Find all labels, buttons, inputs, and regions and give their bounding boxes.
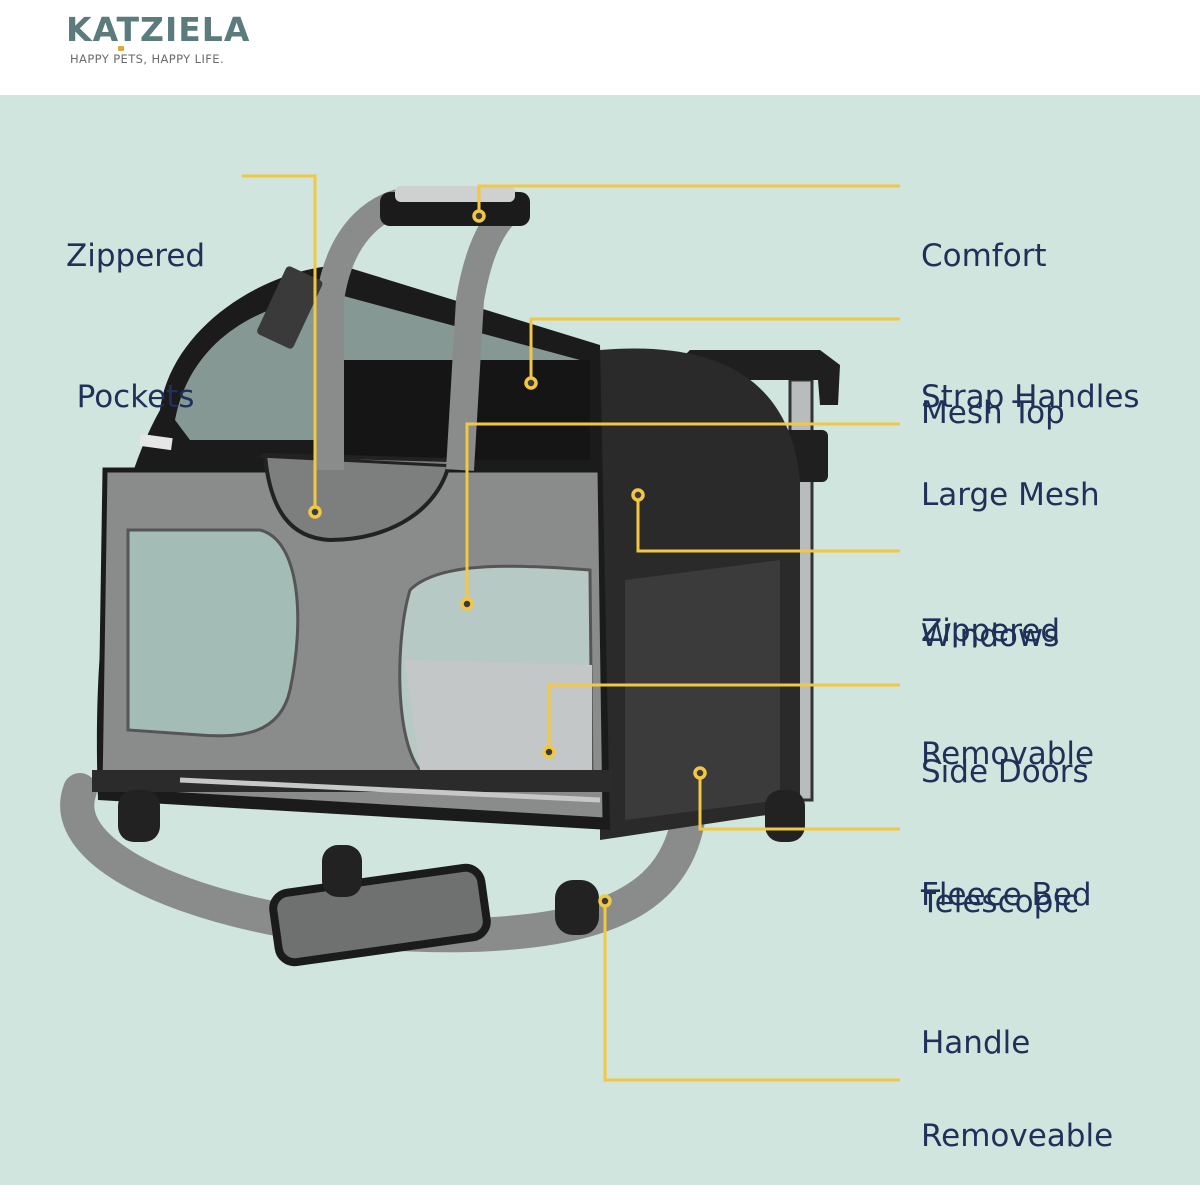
callout-dot-icon [598, 894, 612, 908]
brand-name: KATZIELA [66, 10, 251, 49]
leader-large-mesh-windows [465, 422, 900, 601]
leader-zippered-side-doors [636, 498, 900, 553]
callout-large-mesh-windows: Large Mesh Windows [921, 477, 1100, 654]
wheel [322, 845, 362, 897]
callout-zippered-side-doors: Zippered Side Doors [921, 613, 1089, 790]
wheel [118, 790, 160, 842]
callout-dot-icon [542, 745, 556, 759]
luggage-tag [257, 266, 323, 349]
callout-dot-icon [631, 488, 645, 502]
wheel-base-rail [179, 777, 601, 803]
callout-zippered-pockets: Zippered Pockets [66, 238, 206, 415]
callout-removeable-wheel-base: Removeable Wheel Base [921, 1118, 1114, 1154]
side-mesh [625, 560, 780, 820]
brand-tagline: HAPPY PETS, HAPPY LIFE. [70, 52, 224, 66]
header: KATZIELA HAPPY PETS, HAPPY LIFE. [0, 0, 1200, 95]
leader-comfort-strap-handles [477, 184, 900, 213]
callout-telescopic-handle: Telescopic Handle [921, 884, 1079, 1061]
strap-grip-highlight [395, 186, 515, 202]
mesh-window-left [126, 528, 300, 738]
leader-telescopic-handle [698, 776, 900, 831]
callout-dot-icon [524, 376, 538, 390]
leader-removeable-wheel-base [603, 902, 900, 1082]
callout-dot-icon [472, 209, 486, 223]
callout-removable-fleece-bed: Removable Fleece Bed [921, 736, 1095, 913]
wheel-base-frame [92, 770, 612, 792]
bottom-margin [0, 1185, 1200, 1200]
leader-zippered-pockets [242, 174, 317, 508]
brand-tag [139, 433, 173, 451]
front-pocket [262, 452, 453, 543]
wheel [555, 880, 599, 935]
callout-dot-icon [693, 766, 707, 780]
pocket-zipper [259, 454, 456, 468]
callout-comfort-strap-handles: Comfort Strap Handles [921, 238, 1140, 415]
leader-removable-fleece-bed [547, 683, 900, 749]
callout-mesh-top: Mesh Top [921, 395, 1065, 431]
brand-logo: KATZIELA HAPPY PETS, HAPPY LIFE. [66, 10, 251, 67]
callout-dot-icon [308, 505, 322, 519]
callout-dot-icon [460, 597, 474, 611]
leader-mesh-top [529, 317, 900, 380]
logo-accent-icon [118, 46, 124, 51]
